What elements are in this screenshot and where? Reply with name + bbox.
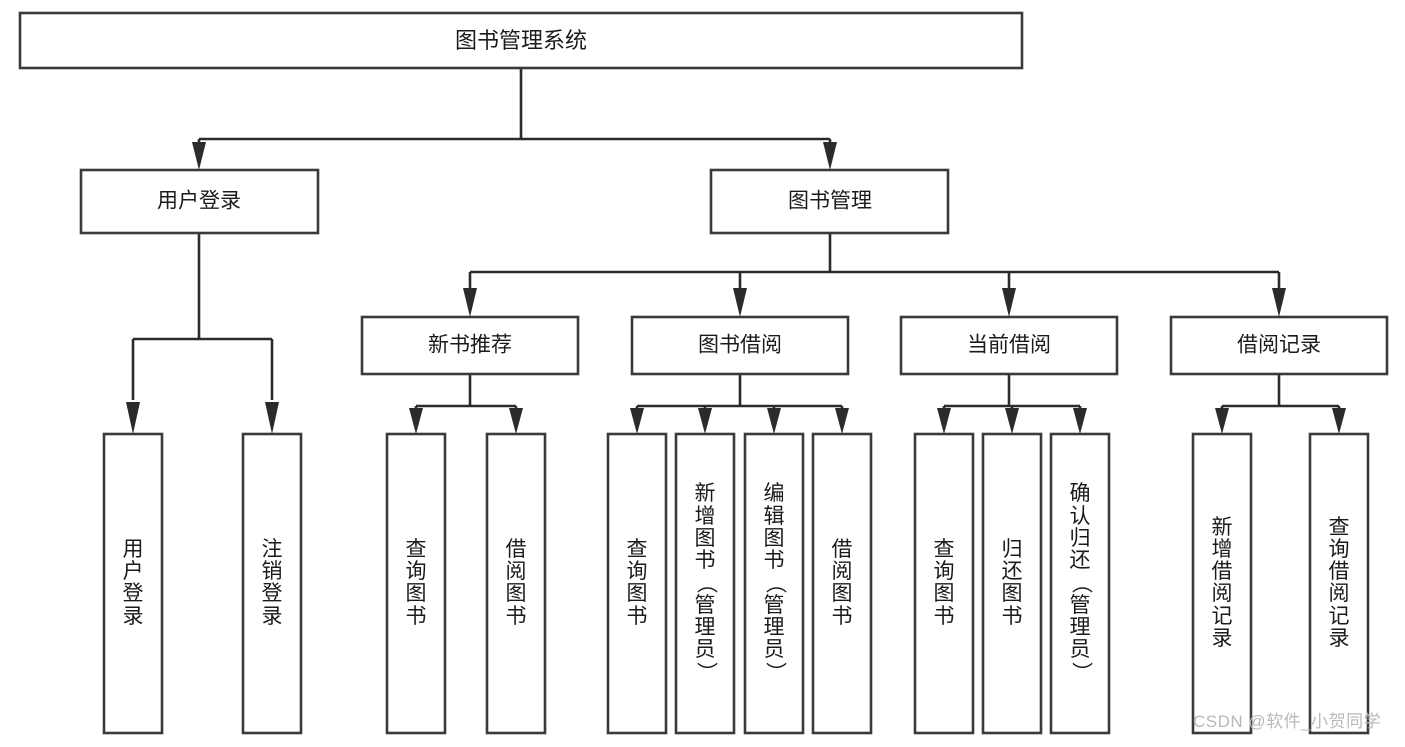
arrow-head-leaf-logout [265,402,279,434]
arrow-head-leaf-borrow-book-rec [509,408,523,434]
node-leaf-query-book-borrow-box[interactable] [606,432,668,735]
node-new-book-recommend-label: 新书推荐 [428,334,512,357]
node-book-manage-label: 图书管理 [788,190,872,213]
node-root[interactable]: 图书管理系统 [18,11,1024,70]
arrow-head-leaf-add-book-admin [698,408,712,434]
node-leaf-add-book-admin-box[interactable] [674,432,736,735]
node-user-login-box[interactable] [79,168,320,235]
node-book-borrow-box[interactable] [630,315,850,376]
node-book-borrow[interactable]: 图书借阅 [630,315,850,376]
connector-group-book-borrow-to-leaves [630,374,849,434]
node-borrow-record-box[interactable] [1169,315,1389,376]
node-leaf-borrow-book-rec-box[interactable] [485,432,547,735]
node-book-borrow-label: 图书借阅 [698,334,782,357]
arrow-head-book-manage [823,142,837,170]
node-new-book-recommend-box[interactable] [360,315,580,376]
node-leaf-query-borrow-record-box[interactable] [1308,432,1370,735]
arrow-head-leaf-query-book-rec [409,408,423,434]
arrow-head-leaf-query-borrow-record [1332,408,1346,434]
connector-group-book-manage-to-level3 [463,233,1286,317]
node-leaf-confirm-return-admin-box[interactable] [1049,432,1111,735]
arrow-head-user-login [192,142,206,170]
leaf-boxes [102,432,1370,735]
arrow-head-new-book-recommend [463,288,477,317]
connector-group-new-book-recommend-to-leaves [409,374,523,434]
node-user-login-label: 用户登录 [157,190,241,213]
node-user-login[interactable]: 用户登录 [79,168,320,235]
arrow-head-book-borrow [733,288,747,317]
node-leaf-add-borrow-record-box[interactable] [1191,432,1253,735]
node-new-book-recommend[interactable]: 新书推荐 [360,315,580,376]
csdn-watermark: CSDN @软件_小贺同学 [1193,712,1382,731]
arrow-head-current-borrow [1002,288,1016,317]
node-root-label: 图书管理系统 [455,28,587,53]
node-book-manage-box[interactable] [709,168,950,235]
node-root-box[interactable] [18,11,1024,70]
node-leaf-user-login-box[interactable] [102,432,164,735]
node-leaf-query-book-rec-box[interactable] [385,432,447,735]
node-current-borrow-box[interactable] [899,315,1119,376]
node-leaf-borrow-book-borrow-box[interactable] [811,432,873,735]
connector-group-root-to-level2 [192,68,837,170]
arrow-head-borrow-record [1272,288,1286,317]
arrow-head-leaf-confirm-return-admin [1073,408,1087,434]
node-current-borrow-label: 当前借阅 [967,334,1051,357]
node-leaf-edit-book-admin-box[interactable] [743,432,805,735]
node-leaf-return-book-box[interactable] [981,432,1043,735]
arrow-head-leaf-user-login [126,402,140,434]
connector-group-user-login-to-leaves [126,233,279,434]
arrow-head-leaf-add-borrow-record [1215,408,1229,434]
node-leaf-logout-box[interactable] [241,432,303,735]
arrow-head-leaf-query-book-current [937,408,951,434]
connector-group-borrow-record-to-leaves [1215,374,1346,434]
arrow-head-leaf-query-book-borrow [630,408,644,434]
arrow-head-leaf-return-book [1005,408,1019,434]
node-borrow-record-label: 借阅记录 [1237,334,1321,357]
node-leaf-query-book-current-box[interactable] [913,432,975,735]
connector-group-current-borrow-to-leaves [937,374,1087,434]
node-borrow-record[interactable]: 借阅记录 [1169,315,1389,376]
node-book-manage[interactable]: 图书管理 [709,168,950,235]
node-current-borrow[interactable]: 当前借阅 [899,315,1119,376]
arrow-head-leaf-edit-book-admin [767,408,781,434]
arrow-head-leaf-borrow-book-borrow [835,408,849,434]
